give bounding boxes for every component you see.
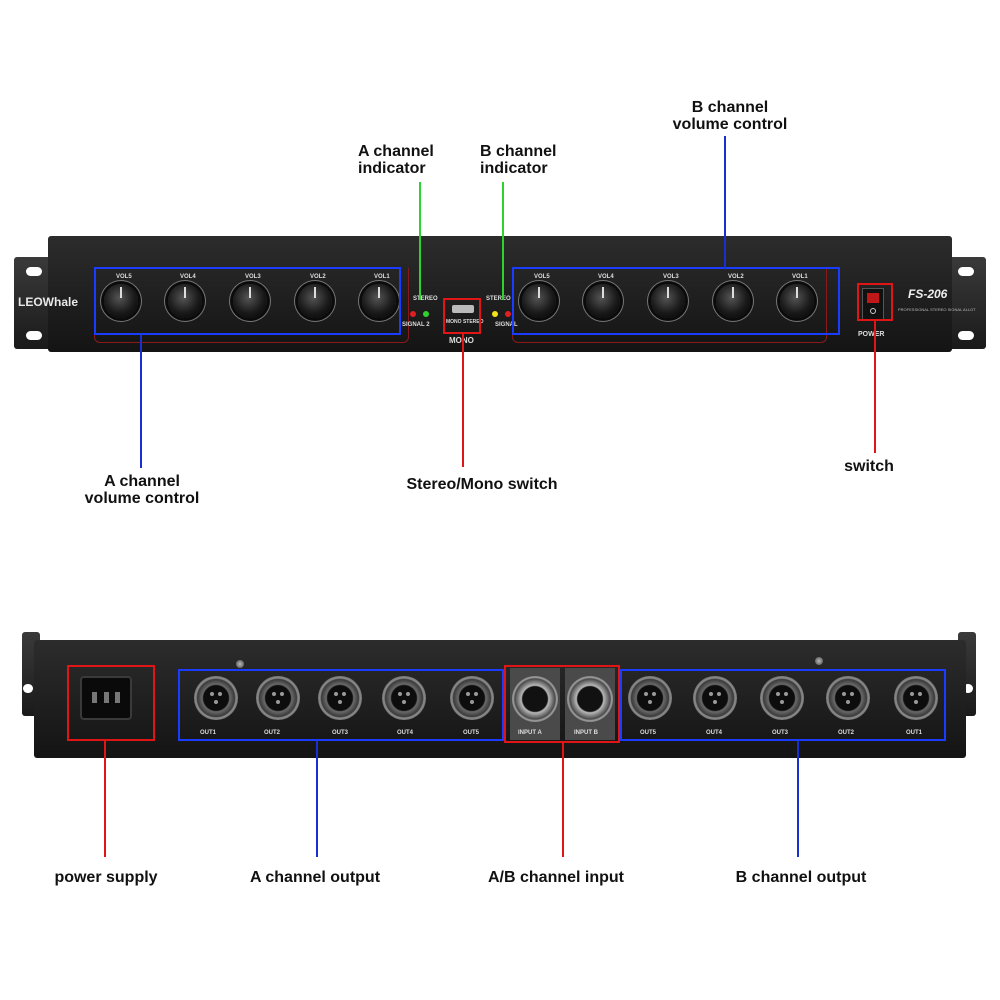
ab-input-label: A/B channel input xyxy=(488,869,624,886)
port-label: OUT2 xyxy=(838,730,855,736)
a-volume-highlight xyxy=(94,267,401,335)
xlr-output-a3[interactable] xyxy=(318,676,362,720)
power-label: POWER xyxy=(858,331,885,338)
volume-knob-a3[interactable] xyxy=(233,284,267,318)
xlr-output-b2[interactable] xyxy=(826,676,870,720)
stereo-mono-callout-line xyxy=(462,334,464,467)
xlr-output-b3[interactable] xyxy=(760,676,804,720)
stereo-mono-switch[interactable] xyxy=(452,305,474,313)
screw xyxy=(815,657,823,665)
port-label: OUT4 xyxy=(397,730,414,736)
b-output-label: B channel output xyxy=(735,869,867,886)
switch-label: MONO STEREO xyxy=(446,319,484,325)
a-output-highlight xyxy=(178,669,504,741)
volume-knob-b4[interactable] xyxy=(586,284,620,318)
port-label: OUT5 xyxy=(640,730,657,736)
xlr-output-a1[interactable] xyxy=(194,676,238,720)
power-supply-callout-line xyxy=(104,741,106,857)
brand-logo: LEOWhale xyxy=(18,295,79,309)
volume-knob-b1[interactable] xyxy=(780,284,814,318)
volume-knob-a1[interactable] xyxy=(362,284,396,318)
knob-label: VOL3 xyxy=(663,274,679,280)
b-output-highlight xyxy=(620,669,946,741)
power-supply-highlight xyxy=(67,665,155,741)
xlr-input-a[interactable] xyxy=(512,676,558,722)
xlr-output-b5[interactable] xyxy=(628,676,672,720)
b-indicator-callout-line xyxy=(502,182,504,300)
a-indicator-callout-line xyxy=(419,182,421,300)
knob-label: VOL4 xyxy=(180,274,196,280)
power-inlet[interactable] xyxy=(80,676,132,720)
xlr-output-a4[interactable] xyxy=(382,676,426,720)
knob-label: VOL3 xyxy=(245,274,261,280)
switch-callout-line xyxy=(874,321,876,453)
a-volume-callout-line xyxy=(140,335,142,468)
volume-knob-a4[interactable] xyxy=(168,284,202,318)
model-subtitle: PROFESSIONAL STEREO SIGNAL ALLOT xyxy=(898,307,976,312)
ab-input-callout-line xyxy=(562,743,564,857)
front-left-rack-ear xyxy=(14,257,54,349)
port-label: OUT5 xyxy=(463,730,480,736)
stereo-mono-highlight xyxy=(443,298,481,334)
knob-label: VOL1 xyxy=(792,274,808,280)
knob-label: VOL4 xyxy=(598,274,614,280)
mono-label: MONO xyxy=(449,336,474,345)
power-switch-highlight xyxy=(857,283,893,321)
power-rocker-switch[interactable] xyxy=(862,288,884,320)
xlr-output-a2[interactable] xyxy=(256,676,300,720)
stereo-label-a: STEREO xyxy=(413,296,438,302)
model-name: FS-206 xyxy=(908,287,948,301)
port-label: OUT1 xyxy=(906,730,923,736)
stereo-label-b: STEREO xyxy=(486,296,511,302)
xlr-output-a5[interactable] xyxy=(450,676,494,720)
stereo-mono-label: Stereo/Mono switch xyxy=(406,476,558,493)
port-label: OUT2 xyxy=(264,730,281,736)
knob-label: VOL5 xyxy=(116,274,132,280)
rear-panel-face xyxy=(34,640,966,758)
knob-label: VOL2 xyxy=(310,274,326,280)
a-channel-led-red xyxy=(410,311,416,317)
b-channel-led-yellow xyxy=(492,311,498,317)
signal-label-a: SIGNAL 2 xyxy=(402,322,430,328)
port-label: OUT3 xyxy=(332,730,349,736)
xlr-output-b4[interactable] xyxy=(693,676,737,720)
knob-label: VOL1 xyxy=(374,274,390,280)
port-label: INPUT B xyxy=(574,730,598,736)
b-volume-callout-line xyxy=(724,136,726,268)
b-channel-led-red xyxy=(505,311,511,317)
b-output-callout-line xyxy=(797,741,799,857)
signal-label-b: SIGNAL xyxy=(495,322,518,328)
a-channel-led-green xyxy=(423,311,429,317)
volume-knob-b2[interactable] xyxy=(716,284,750,318)
power-supply-label: power supply xyxy=(54,869,158,886)
b-volume-highlight xyxy=(512,267,840,335)
port-label: OUT1 xyxy=(200,730,217,736)
ab-input-highlight xyxy=(504,665,620,743)
volume-knob-a2[interactable] xyxy=(298,284,332,318)
port-label: OUT4 xyxy=(706,730,723,736)
volume-knob-b5[interactable] xyxy=(522,284,556,318)
front-right-rack-ear xyxy=(946,257,986,349)
a-output-label: A channel output xyxy=(249,869,381,886)
switch-label-text: switch xyxy=(844,458,894,475)
a-output-callout-line xyxy=(316,741,318,857)
volume-knob-b3[interactable] xyxy=(651,284,685,318)
volume-knob-a5[interactable] xyxy=(104,284,138,318)
screw xyxy=(236,660,244,668)
port-label: INPUT A xyxy=(518,730,542,736)
knob-label: VOL2 xyxy=(728,274,744,280)
knob-label: VOL5 xyxy=(534,274,550,280)
port-label: OUT3 xyxy=(772,730,789,736)
xlr-input-b[interactable] xyxy=(567,676,613,722)
xlr-output-b1[interactable] xyxy=(894,676,938,720)
